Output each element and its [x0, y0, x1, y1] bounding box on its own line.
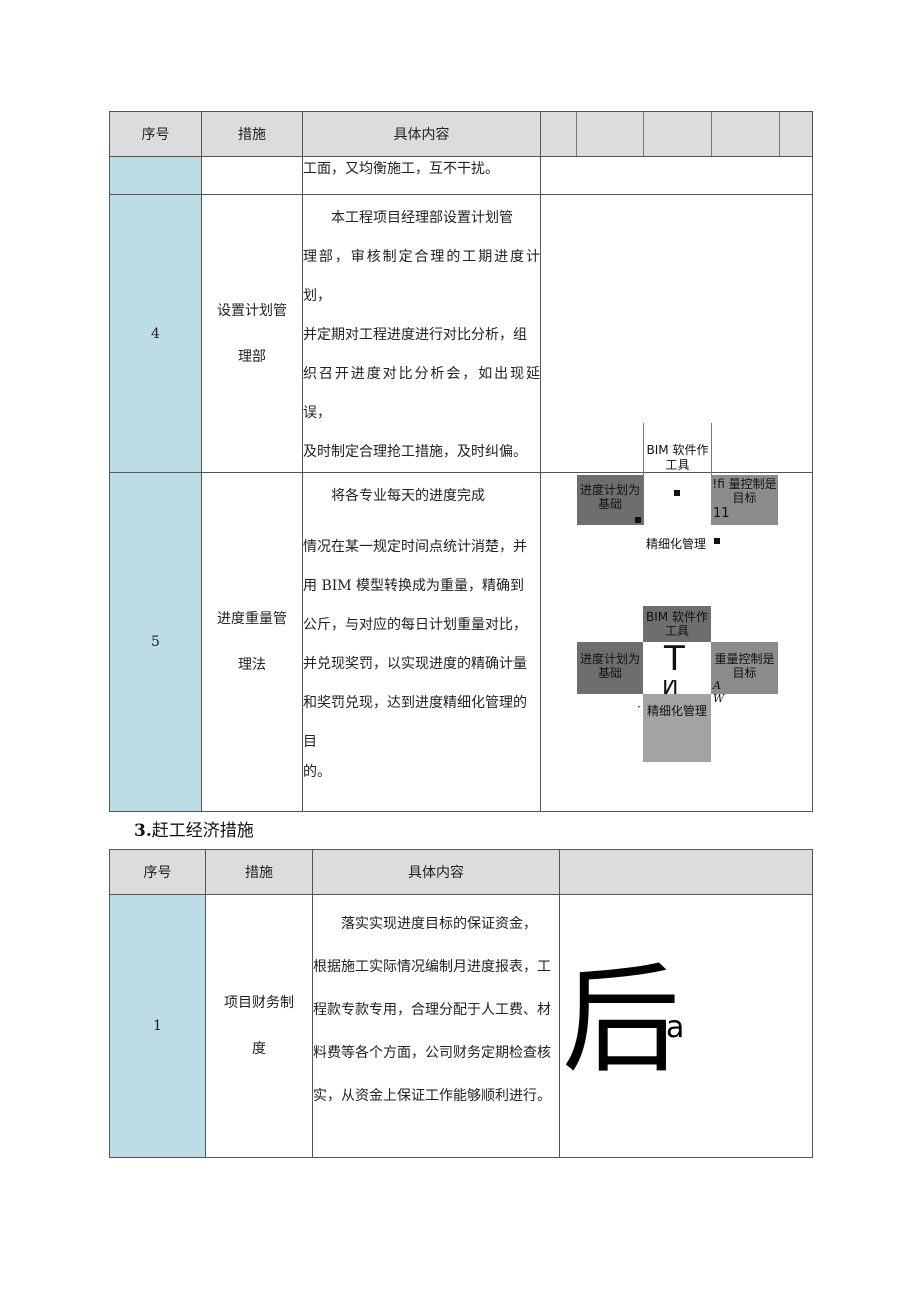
content-line: 公斤，与对应的每日计划重量对比， — [303, 617, 527, 633]
header-measure: 措施 — [201, 111, 303, 157]
label-line: BIM 软件作 — [646, 443, 709, 457]
label-line: 精细化管理 — [646, 704, 707, 718]
content-line: 情况在某一规定时间点统计消楚，并 — [303, 539, 527, 555]
row-content: 将各专业每天的进度完成 情况在某一规定时间点统计消楚，并 用 BIM 模型转换成… — [302, 472, 541, 812]
table-row: 5 进度重量管 理法 将各专业每天的进度完成 情况在某一规定时间点统计消楚，并 … — [109, 472, 813, 812]
diagram-center-glyph2: И — [662, 680, 679, 696]
measure-line: 项目财务制 — [224, 995, 294, 1011]
content-text: 工面，又均衡施工，互不干扰。 — [303, 161, 499, 177]
content-line: 目 — [303, 734, 317, 750]
header-measure: 措施 — [205, 849, 313, 895]
header-index: 序号 — [109, 111, 202, 157]
table-row: 1 项目财务制 度 落实实现进度目标的保证资金， 根据施工实际情况编制月进度报表… — [109, 894, 813, 1158]
diagram-right-box: 重量控制是 目标 — [711, 642, 778, 694]
header-image — [559, 849, 813, 895]
content-line: 理部，审核制定合理的工期进度计划， — [303, 249, 540, 304]
label-line: 基础 — [597, 497, 622, 511]
content-line: 落实实现进度目标的保证资金， — [341, 916, 537, 932]
label-line: 进度计划为 — [579, 652, 640, 666]
row-measure-cell — [201, 156, 303, 195]
diagram-left-box: 进度计划为 基础 — [577, 475, 643, 525]
table-row: 4 设置计划管 理部 本工程项目经理部设置计划管 理部，审核制定合理的工期进度计… — [109, 194, 813, 473]
square-icon — [714, 538, 720, 544]
measure-line: 理法 — [238, 657, 266, 673]
table-schedule-measures: 序号 措施 具体内容 工面，又均衡施工，互不干扰。 4 设置计划管 理部 本工程… — [109, 111, 813, 812]
content-line: 和奖罚兑现，达到进度精细化管理的 — [303, 695, 527, 711]
measure-line: 进度重量管 — [217, 611, 287, 627]
measure-line: 理部 — [238, 348, 266, 365]
content-line: 用 BIM 模型转换成为重量，精确到 — [303, 578, 525, 594]
image-glyph: 后 — [562, 951, 681, 1089]
label-line: 工具 — [664, 624, 689, 638]
section-number: 3. — [134, 821, 152, 841]
square-icon — [635, 517, 641, 523]
table-economic-measures: 序号 措施 具体内容 1 项目财务制 度 落实实现进度目标的保证资金， 根据施工… — [109, 849, 813, 1158]
diagram-bottom-box: 精细化管理 — [643, 694, 711, 762]
header-content: 具体内容 — [302, 111, 541, 157]
row-index: 1 — [109, 894, 206, 1158]
label-line: 目标 — [732, 491, 757, 505]
content-line: 并定期对工程进度进行对比分析，组 — [303, 327, 527, 343]
measure-line: 设置计划管 — [217, 302, 287, 319]
row-index-cell — [109, 156, 202, 195]
content-line: 程款专款专用，合理分配于人工费、材 — [313, 1002, 551, 1018]
header-image — [540, 111, 813, 157]
content-line: 根据施工实际情况编制月进度报表，工 — [313, 959, 551, 975]
row-image-cell — [540, 194, 813, 473]
square-icon — [674, 490, 680, 496]
row-index: 4 — [109, 194, 202, 473]
diagram-center-glyph: T — [664, 639, 685, 679]
content-line: 的。 — [303, 764, 331, 780]
table-row: 工面，又均衡施工，互不干扰。 — [109, 156, 813, 195]
diagram-side-glyph: A — [713, 679, 721, 692]
table-header-row: 序号 措施 具体内容 — [109, 849, 813, 895]
diagram-bottom-label: 精细化管理 — [646, 537, 707, 551]
content-line: 及时制定合理抢工措施，及时纠偏。 — [303, 444, 527, 460]
row-content: 本工程项目经理部设置计划管 理部，审核制定合理的工期进度计划， 并定期对工程进度… — [302, 194, 541, 473]
table-header-row: 序号 措施 具体内容 — [109, 111, 813, 157]
row-measure: 进度重量管 理法 — [201, 472, 303, 812]
diagram-left-box: 进度计划为 基础 — [577, 642, 643, 694]
diagram-top-label: BIM 软件作 工具 — [644, 443, 711, 473]
content-line: 实，从资金上保证工作能够顺利进行。 — [313, 1088, 551, 1104]
label-line: 进度计划为 — [579, 483, 640, 497]
label-line: 工具 — [665, 458, 690, 472]
row-measure: 项目财务制 度 — [205, 894, 313, 1158]
diagram-right-box: !fi 量控制是 目标 11 — [711, 475, 778, 525]
label-line: 基础 — [597, 666, 622, 680]
content-line: 本工程项目经理部设置计划管 — [331, 210, 513, 226]
row-index: 5 — [109, 472, 202, 812]
row-image-cell — [540, 156, 813, 195]
content-line: 料费等各个方面，公司财务定期检查核 — [313, 1045, 551, 1061]
content-line: 将各专业每天的进度完成 — [331, 488, 485, 504]
content-line: 织召开进度对比分析会，如出现延误， — [303, 366, 540, 421]
row-measure: 设置计划管 理部 — [201, 194, 303, 473]
diagram-dot: · — [637, 700, 641, 714]
content-line: 并兑现奖罚，以实现进度的精确计量 — [303, 656, 527, 672]
row-image-cell: 后 a — [559, 894, 813, 1158]
diagram-top-box: BIM 软件作 工具 — [643, 606, 711, 642]
image-glyph-small: a — [666, 1010, 685, 1045]
label-line: 目标 — [732, 666, 757, 680]
row-content: 落实实现进度目标的保证资金， 根据施工实际情况编制月进度报表，工 程款专款专用，… — [312, 894, 560, 1158]
measure-line: 度 — [252, 1041, 266, 1057]
label-line: BIM 软件作 — [646, 610, 708, 624]
header-content: 具体内容 — [312, 849, 560, 895]
diagram-side-glyph: W — [713, 692, 725, 705]
header-index: 序号 — [109, 849, 206, 895]
label-line: 重量控制是 — [714, 652, 775, 666]
section-title: 3.赶工经济措施 — [134, 816, 254, 841]
row-content-cell: 工面，又均衡施工，互不干扰。 — [302, 156, 541, 195]
label-line: !fi 量控制是 — [712, 477, 777, 491]
section-title-text: 赶工经济措施 — [151, 821, 254, 841]
label-line: 11 — [713, 506, 730, 521]
